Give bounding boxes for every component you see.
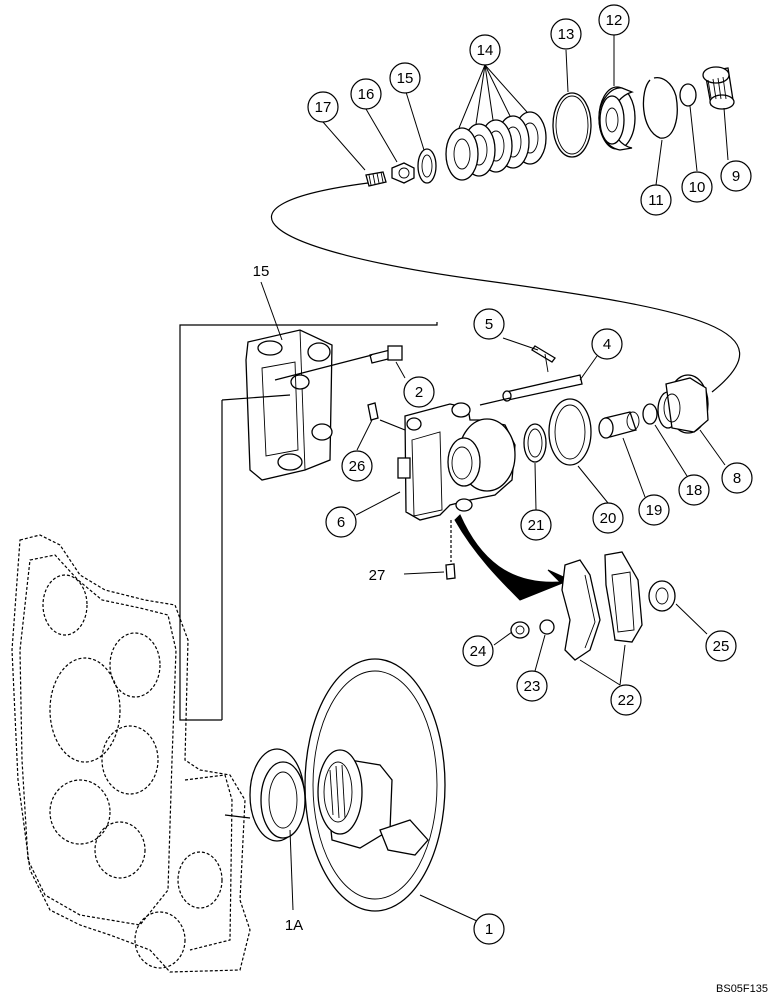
svg-text:15: 15 — [397, 70, 414, 87]
callout-19: 19 — [638, 494, 670, 526]
callout-10: 10 — [681, 171, 713, 203]
callout-1: 1 — [473, 913, 505, 945]
callout-11: 11 — [640, 184, 672, 216]
svg-text:17: 17 — [315, 99, 332, 116]
callout-18: 18 — [678, 474, 710, 506]
svg-text:11: 11 — [648, 192, 664, 209]
part-11-snap-ring — [642, 76, 678, 139]
svg-text:25: 25 — [713, 638, 730, 655]
svg-text:6: 6 — [337, 514, 345, 531]
part-9-bushing — [702, 66, 735, 110]
part-10-o-ring — [679, 83, 697, 107]
svg-text:9: 9 — [732, 168, 740, 185]
callout-13: 13 — [550, 18, 582, 50]
callout-5: 5 — [473, 308, 505, 340]
svg-text:8: 8 — [733, 470, 741, 487]
callout-8: 8 — [721, 462, 753, 494]
part-14-disc-stack — [445, 111, 547, 181]
part-27-bleeder — [445, 520, 456, 580]
svg-text:26: 26 — [349, 458, 366, 475]
part-25-seal — [648, 580, 676, 612]
part-22-brake-pads — [561, 551, 643, 661]
svg-text:5: 5 — [485, 316, 493, 333]
svg-text:18: 18 — [686, 482, 703, 499]
callout-9: 9 — [720, 160, 752, 192]
part-6-caliper-housing — [397, 402, 516, 521]
callout-4: 4 — [591, 328, 623, 360]
svg-text:4: 4 — [603, 336, 611, 353]
svg-text:13: 13 — [558, 26, 575, 43]
direction-arrow — [454, 514, 572, 601]
assembly-lines — [179, 322, 511, 819]
callout-1a: 1A — [285, 917, 303, 934]
part-1a-bearing — [249, 748, 306, 842]
svg-text:19: 19 — [646, 502, 663, 519]
part-26-setscrew — [367, 402, 379, 421]
svg-text:20: 20 — [600, 510, 617, 527]
figure-code: BS05F135 — [716, 983, 768, 995]
part-15-washer — [417, 148, 437, 184]
callout-21: 21 — [520, 509, 552, 541]
svg-text:24: 24 — [470, 643, 487, 660]
callout-12: 12 — [598, 4, 630, 36]
part-18-o-ring — [642, 403, 658, 425]
callout-27: 27 — [369, 567, 386, 584]
part-8-piston — [657, 374, 709, 434]
svg-text:2: 2 — [415, 384, 423, 401]
svg-text:14: 14 — [477, 42, 494, 59]
svg-text:15: 15 — [253, 263, 270, 280]
callout-2: 2 — [403, 376, 435, 408]
svg-text:1A: 1A — [285, 917, 303, 934]
callout-15-upper: 15 — [389, 62, 421, 94]
svg-text:10: 10 — [689, 179, 706, 196]
part-4-pin — [502, 374, 583, 402]
callout-25: 25 — [705, 630, 737, 662]
part-17-setscrew — [365, 171, 387, 187]
part-20-ring — [548, 398, 592, 466]
part-2-bolt — [369, 345, 403, 364]
part-16-nut — [391, 162, 415, 184]
part-21-seal — [523, 423, 547, 463]
part-12-piston — [598, 86, 636, 151]
part-15-mounting-bracket — [245, 329, 333, 481]
svg-text:22: 22 — [618, 692, 635, 709]
assembly-link-curve — [271, 182, 741, 393]
callout-15-bracket: 15 — [253, 263, 270, 280]
part-24-plug — [510, 621, 530, 639]
svg-text:1: 1 — [485, 921, 493, 938]
part-1-brake-disc — [304, 658, 446, 912]
svg-text:23: 23 — [524, 678, 541, 695]
callout-17: 17 — [307, 91, 339, 123]
callout-24: 24 — [462, 635, 494, 667]
part-5-cotter-pin — [531, 345, 556, 373]
svg-text:16: 16 — [358, 86, 375, 103]
callout-20: 20 — [592, 502, 624, 534]
svg-text:21: 21 — [528, 517, 545, 534]
part-13-o-ring — [552, 92, 592, 158]
svg-text:12: 12 — [606, 12, 623, 29]
callout-14: 14 — [469, 34, 501, 66]
part-23-bushing — [539, 619, 555, 635]
callout-16: 16 — [350, 78, 382, 110]
callout-26: 26 — [341, 450, 373, 482]
callout-6: 6 — [325, 506, 357, 538]
transmission-housing — [11, 534, 251, 973]
callout-leaders — [260, 34, 729, 922]
callout-22: 22 — [610, 684, 642, 716]
callout-23: 23 — [516, 670, 548, 702]
part-19-sleeve — [598, 411, 640, 439]
svg-text:27: 27 — [369, 567, 386, 584]
